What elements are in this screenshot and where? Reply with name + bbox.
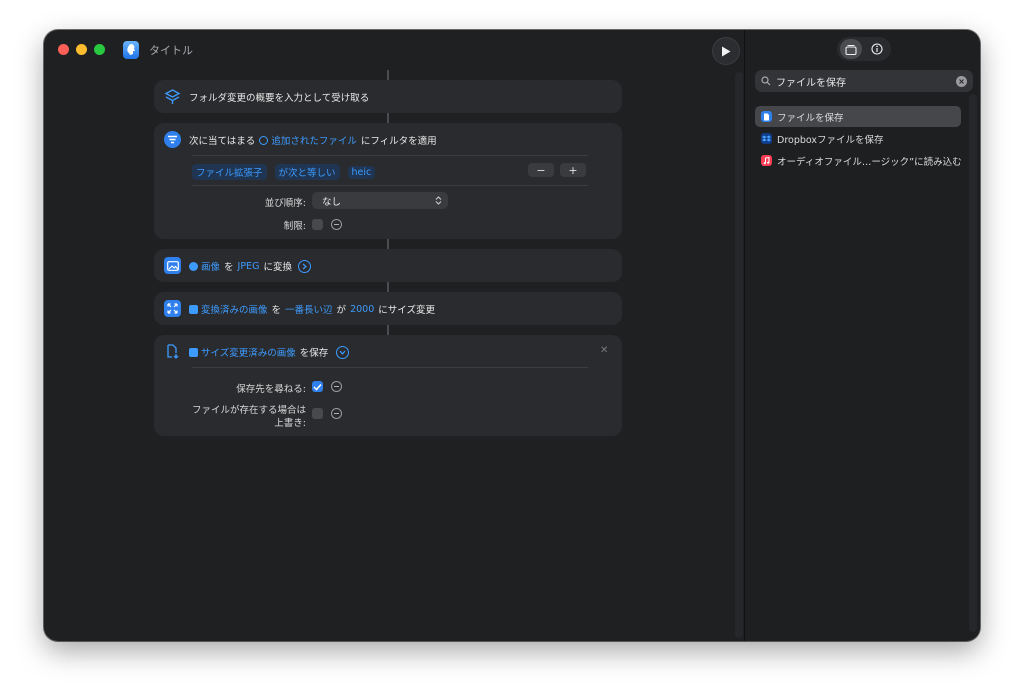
variable-resized-image[interactable]: サイズ変更済みの画像: [189, 345, 296, 359]
action-receive-folder-changes[interactable]: フォルダ変更の概要を入力として受け取る: [154, 80, 622, 113]
overwrite-label-line2: 上書き:: [274, 418, 306, 429]
action-prefix: 次に当てはまる: [189, 136, 256, 147]
details-button[interactable]: [866, 39, 888, 59]
minimize-window-button[interactable]: [76, 44, 87, 55]
zoom-window-button[interactable]: [94, 44, 105, 55]
resize-arrows-icon: [164, 300, 181, 317]
library-icon: [845, 44, 857, 55]
expand-chevron-icon[interactable]: [297, 259, 311, 273]
actions-sidebar: ファイルを保存 Dropboxファイルを保存 オーディオファイル…ージック”に読…: [744, 30, 980, 641]
remove-variable-icon[interactable]: [331, 381, 342, 392]
result-save-file[interactable]: ファイルを保存: [755, 106, 961, 127]
connector-line: [387, 239, 389, 249]
save-file-icon: [761, 111, 772, 122]
chevron-updown-icon: [435, 196, 442, 205]
variable-converted-image[interactable]: 変換済みの画像: [189, 302, 268, 316]
limit-label: 制限:: [283, 221, 306, 232]
music-icon: [761, 155, 772, 166]
search-icon: [761, 76, 771, 86]
connector-line: [387, 282, 389, 292]
filter-icon: [164, 131, 181, 148]
connector-line: [387, 113, 389, 123]
ask-where-to-save-label: 保存先を尋ねる:: [236, 384, 306, 395]
shortcut-app-icon[interactable]: [123, 41, 139, 59]
remove-filter-button[interactable]: −: [528, 163, 554, 177]
remove-variable-icon[interactable]: [331, 219, 342, 230]
overwrite-label-line1: ファイルが存在する場合は: [191, 405, 306, 416]
action-text: フォルダ変更の概要を入力として受け取る: [189, 93, 370, 104]
search-input[interactable]: [776, 75, 956, 87]
run-button[interactable]: [712, 37, 740, 65]
action-search-field[interactable]: [755, 70, 973, 92]
add-filter-button[interactable]: +: [560, 163, 586, 177]
editor-scrollbar[interactable]: [735, 72, 743, 638]
action-library-button[interactable]: [840, 39, 862, 59]
image-icon: [164, 257, 181, 274]
ask-where-to-save-checkbox[interactable]: [312, 381, 323, 392]
result-dropbox-save-file[interactable]: Dropboxファイルを保存: [755, 128, 961, 149]
filter-value-token[interactable]: heic: [347, 165, 376, 179]
divider: [192, 155, 588, 156]
shortcuts-window: タイトル フォルダ変更の概要を入力として受け取る 次に当てはまる 追加されたファ…: [44, 30, 980, 641]
checkmark-icon: [313, 383, 322, 391]
variable-image[interactable]: 画像: [189, 259, 220, 273]
limit-checkbox[interactable]: [312, 219, 323, 230]
sidebar-segmented-control: [837, 37, 891, 61]
action-save-file[interactable]: サイズ変更済みの画像 を保存 ✕ 保存先を尋ねる: ファイルが存在する場合は 上…: [154, 335, 622, 436]
window-title[interactable]: タイトル: [149, 44, 193, 57]
layers-icon: [164, 88, 181, 105]
sort-order-select[interactable]: なし: [312, 192, 448, 209]
connector-line: [387, 325, 389, 335]
collapse-chevron-icon[interactable]: [336, 345, 350, 359]
filter-field-token[interactable]: ファイル拡張子: [192, 164, 267, 180]
save-file-icon: [164, 343, 181, 360]
action-convert-image[interactable]: 画像 を JPEG に変換: [154, 249, 622, 282]
divider: [192, 367, 588, 368]
remove-action-icon[interactable]: ✕: [600, 345, 609, 356]
remove-variable-icon[interactable]: [331, 408, 342, 419]
action-filter-files[interactable]: 次に当てはまる 追加されたファイル にフィルタを適用 ファイル拡張子 が次と等し…: [154, 123, 622, 239]
sort-order-label: 並び順序:: [264, 198, 306, 209]
connector-line: [387, 70, 389, 80]
play-icon: [722, 46, 731, 56]
clear-search-icon[interactable]: [956, 75, 967, 87]
overwrite-checkbox[interactable]: [312, 408, 323, 419]
sidebar-scrollbar[interactable]: [969, 94, 977, 632]
format-token[interactable]: JPEG: [237, 260, 260, 272]
result-import-audio-to-music[interactable]: オーディオファイル…ージック”に読み込む: [755, 150, 961, 171]
size-token[interactable]: 2000: [350, 303, 375, 315]
info-icon: [871, 43, 883, 55]
dropbox-icon: [761, 133, 772, 144]
action-suffix: にフィルタを適用: [360, 136, 437, 147]
filter-operator-token[interactable]: が次と等しい: [274, 164, 340, 180]
divider: [192, 185, 588, 186]
search-results: ファイルを保存 Dropboxファイルを保存 オーディオファイル…ージック”に読…: [755, 106, 961, 172]
action-resize-image[interactable]: 変換済みの画像 を 一番長い辺 が 2000 にサイズ変更: [154, 292, 622, 325]
variable-added-files[interactable]: 追加されたファイル: [259, 133, 357, 147]
edge-token[interactable]: 一番長い辺: [285, 305, 333, 316]
close-window-button[interactable]: [58, 44, 69, 55]
